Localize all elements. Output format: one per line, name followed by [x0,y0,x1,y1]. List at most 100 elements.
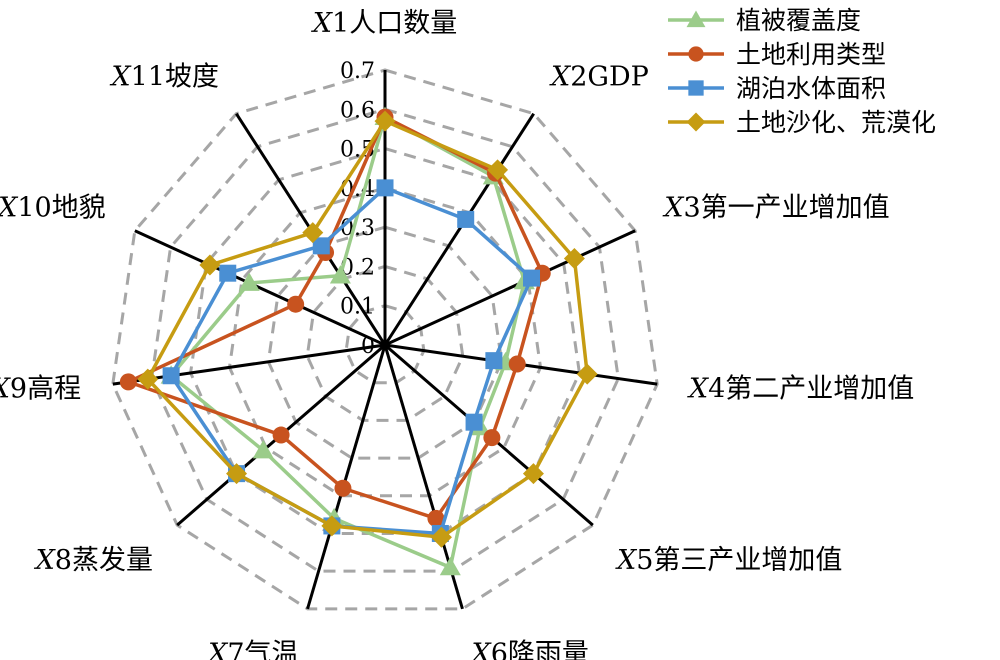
data-point [272,426,290,444]
data-point [563,248,585,270]
tick-label: 0.1 [340,295,375,320]
spoke-10 [134,229,386,347]
axis-variable-symbol: X [687,374,710,405]
axis-label-1: X1人口数量 [311,8,457,39]
legend-item-1: 植被覆盖度 [668,6,861,35]
grid-ring-6 [150,107,620,573]
axis-name: GDP [587,62,648,93]
axis-name: 第一产业增加值 [701,192,890,223]
data-point [374,110,396,132]
legend-item-3: 湖泊水体面积 [668,74,886,103]
data-point [302,222,324,244]
data-point [487,159,509,181]
legend-item-2: 土地利用类型 [668,40,886,69]
data-point [457,210,475,228]
axis-variable-symbol: X [0,374,12,405]
data-point [321,515,343,537]
series-4 [137,110,598,548]
data-point [376,179,394,197]
series-layer [119,106,598,576]
axis-variable-number: 5 [636,545,653,576]
axis-variable-number: 1 [332,8,349,39]
axis-name: 降雨量 [508,639,589,660]
legend-label: 植被覆盖度 [736,6,861,35]
axis-name: 高程 [27,374,81,405]
data-point [226,463,248,485]
axis-label-2: X2GDP [549,62,649,93]
axis-label-layer: X1人口数量X2GDPX3第一产业增加值X4第二产业增加值X5第三产业增加值X6… [0,8,914,660]
data-point [430,526,452,548]
tick-label: 0.6 [340,98,375,123]
axis-variable-number: 8 [55,545,72,576]
legend-label: 土地利用类型 [736,40,886,69]
grid-ring-1 [344,304,426,385]
data-point [427,509,445,527]
data-point [312,237,330,255]
tick-label: 0 [361,334,375,359]
axis-variable-number: 9 [10,374,27,405]
series-line [169,185,534,536]
axis-label-6: X6降雨量 [469,639,588,660]
data-point [483,429,501,447]
spoke-7 [306,344,387,610]
data-point [219,264,237,282]
axis-variable-number: 4 [708,374,725,405]
axis-label-8: X8蒸发量 [34,545,153,576]
axis-variable-symbol: X [615,545,638,576]
axis-variable-symbol: X [109,62,132,93]
axis-variable-symbol: X [0,192,19,223]
grid-ring-5 [189,147,581,535]
data-point [137,368,159,390]
axis-name: 坡度 [165,62,219,93]
data-point [287,295,305,313]
axis-name: 人口数量 [349,8,457,39]
legend-label: 土地沙化、荒漠化 [736,108,936,137]
axis-variable-symbol: X [662,192,685,223]
data-point [686,10,706,28]
axis-label-9: X9高程 [0,374,81,405]
axis-name: 第二产业增加值 [725,374,914,405]
legend-item-4: 土地沙化、荒漠化 [668,108,936,137]
data-point [119,373,137,391]
grid-ring-7 [111,68,659,611]
data-point [252,439,274,459]
axis-name: 地貌 [52,192,106,223]
axis-label-4: X4第二产业增加值 [687,374,914,405]
data-point [523,269,541,287]
axis-name: 气温 [245,639,299,660]
data-point [465,413,483,431]
spoke-3 [384,229,636,347]
axis-variable-symbol: X [311,8,334,39]
data-point [162,367,180,385]
data-point [334,479,352,497]
tick-label: 0.7 [340,59,375,84]
series-line [168,114,527,570]
axis-variable-symbol: X [34,545,57,576]
data-point [508,355,526,373]
axis-label-7: X7气温 [206,639,298,660]
legend-label: 湖泊水体面积 [736,74,886,103]
data-point [688,46,704,62]
axis-label-3: X3第一产业增加值 [662,192,889,223]
axis-variable-number: 3 [683,192,700,223]
axis-variable-number: 2 [570,62,587,93]
axis-label-11: X11坡度 [109,62,219,93]
data-point [686,112,706,132]
spoke-2 [383,112,535,346]
axis-variable-symbol: X [549,62,572,93]
data-point [576,363,598,385]
axis-variable-number: 11 [131,62,165,93]
data-point [522,463,544,485]
axis-variable-number: 6 [491,639,508,660]
axis-variable-number: 10 [17,192,51,223]
axis-name: 第三产业增加值 [653,545,842,576]
grid-ring-3 [266,225,504,460]
data-point [329,265,351,284]
data-point [199,254,221,276]
spoke-9 [112,343,386,386]
axis-label-5: X5第三产业增加值 [615,545,842,576]
axis-variable-number: 7 [227,639,244,660]
data-point [238,272,260,291]
